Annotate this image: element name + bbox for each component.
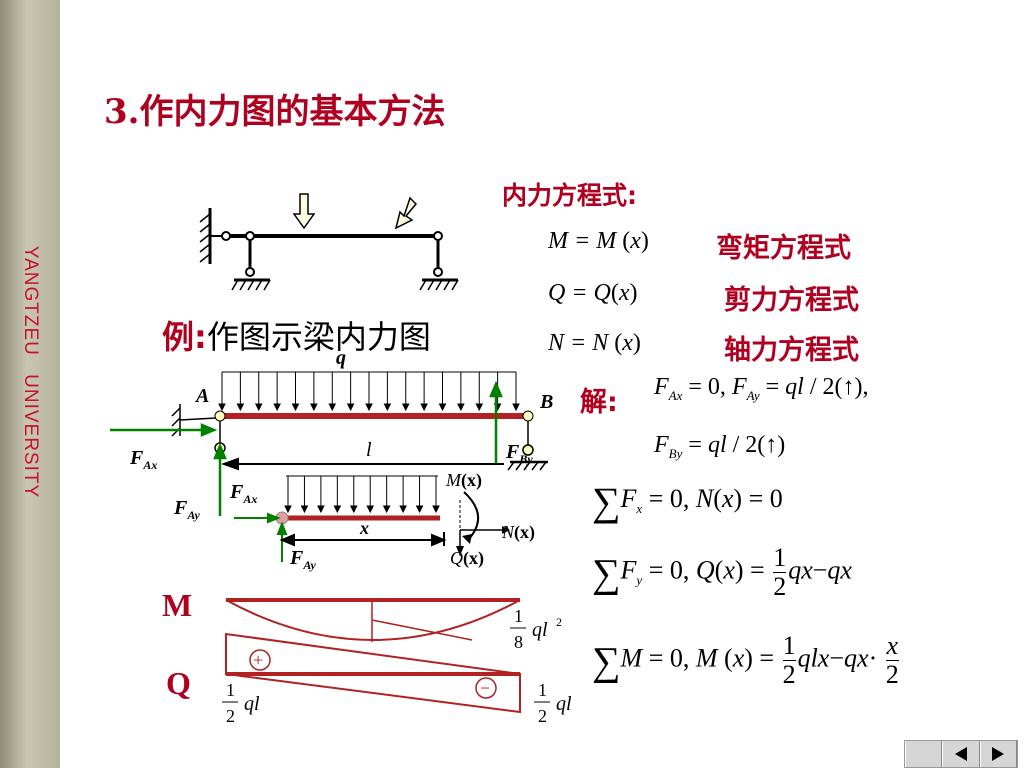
load-arrowhead <box>349 505 358 514</box>
fby-label: FBy <box>505 441 533 466</box>
fay-label: FAy <box>173 497 200 522</box>
load-arrowhead <box>310 403 318 412</box>
page-title: 3.作内力图的基本方法 <box>104 92 446 132</box>
load-arrowhead <box>457 403 465 412</box>
load-arrowhead <box>300 505 309 514</box>
slide-navigation <box>904 740 1018 768</box>
max-moment-label: 1 8 ql 2 <box>510 606 562 652</box>
axial-eq: N = N (x) <box>548 330 641 356</box>
load-arrowhead <box>333 505 342 514</box>
frame-sketch <box>199 193 459 291</box>
load-arrowhead <box>366 505 375 514</box>
reaction-eq-1: FAx = 0, FAy = ql / 2(↑), <box>654 374 869 403</box>
shear-eq: Q = Q(x) <box>548 280 638 306</box>
negative-sign: − <box>480 678 490 698</box>
moment-eq: M = M (x) <box>548 228 649 254</box>
internal-force-diagrams: M Q + − 1 8 ql 2 1 2 ql 1 2 ql <box>162 587 572 726</box>
load-q-label: q <box>336 347 346 369</box>
solution-label: 解: <box>580 387 618 418</box>
shear-right-label: 1 2 ql <box>534 680 572 726</box>
shear-left-label: 1 2 ql <box>222 680 260 726</box>
sum-fx-eq: ∑Fx = 0, N(x) = 0 <box>592 479 783 524</box>
right-arrow-icon <box>992 747 1005 761</box>
load-arrowhead <box>420 403 428 412</box>
load-arrowhead <box>236 403 245 412</box>
nav-blank-button[interactable] <box>905 741 943 767</box>
svg-text:ql: ql <box>532 619 548 641</box>
svg-text:2: 2 <box>556 615 562 629</box>
load-arrowhead <box>273 403 281 412</box>
svg-text:2: 2 <box>538 706 547 726</box>
fax-cut-label: FAx <box>229 481 257 506</box>
internal-eq-heading: 内力方程式: <box>502 181 637 210</box>
shear-cut-label: Q(x) <box>450 548 484 569</box>
university-name: YANGTZEU UNIVERSITY <box>20 245 41 499</box>
load-arrowhead <box>365 403 373 412</box>
load-arrowhead <box>399 505 407 514</box>
left-arrow-icon <box>954 747 967 761</box>
svg-text:ql: ql <box>244 693 260 715</box>
axial-eq-label: 轴力方程式 <box>724 335 859 366</box>
svg-text:ql: ql <box>556 693 572 715</box>
load-arrowhead <box>475 403 484 412</box>
moment-cut-label: M(x) <box>445 470 482 491</box>
load-arrowhead <box>291 403 300 412</box>
previous-slide-button[interactable] <box>942 741 980 767</box>
load-arrowhead <box>218 403 226 412</box>
fax-label: FAx <box>129 447 157 472</box>
svg-text:1: 1 <box>226 680 235 700</box>
load-arrowhead <box>317 505 325 514</box>
axial-cut-label: N(x) <box>501 522 535 543</box>
svg-text:2: 2 <box>226 706 235 726</box>
length-l-label: l <box>366 439 372 461</box>
load-arrowhead <box>328 403 337 412</box>
beam-diagram: q A B l FAx FAy FB <box>110 347 553 572</box>
point-a-label: A <box>194 385 209 407</box>
positive-sign: + <box>253 650 263 670</box>
svg-text:8: 8 <box>514 632 523 652</box>
shear-diagram-label: Q <box>166 665 191 701</box>
load-arrowhead <box>284 505 292 514</box>
example-label: 例:作图示梁内力图 <box>162 318 431 356</box>
load-arrowhead <box>512 403 520 412</box>
load-arrowhead <box>438 403 447 412</box>
next-slide-button[interactable] <box>979 741 1017 767</box>
sidebar: YANGTZEU UNIVERSITY <box>0 0 60 768</box>
load-arrowhead <box>382 505 391 514</box>
svg-text:1: 1 <box>538 680 547 700</box>
load-arrowhead <box>383 403 392 412</box>
reaction-eq-2: FBy = ql / 2(↑) <box>654 432 786 461</box>
load-arrowhead <box>415 505 424 514</box>
moment-diagram-label: M <box>162 587 192 623</box>
length-x-label: x <box>359 518 369 538</box>
moment-eq-label: 弯矩方程式 <box>716 233 851 264</box>
load-arrowhead <box>401 403 410 412</box>
point-b-label: B <box>539 391 553 413</box>
load-arrowhead <box>346 403 355 412</box>
load-arrowhead <box>432 505 440 514</box>
svg-text:1: 1 <box>514 606 523 626</box>
fay-cut-label: FAy <box>289 547 316 572</box>
shear-eq-label: 剪力方程式 <box>724 285 859 316</box>
load-arrowhead <box>254 403 263 412</box>
